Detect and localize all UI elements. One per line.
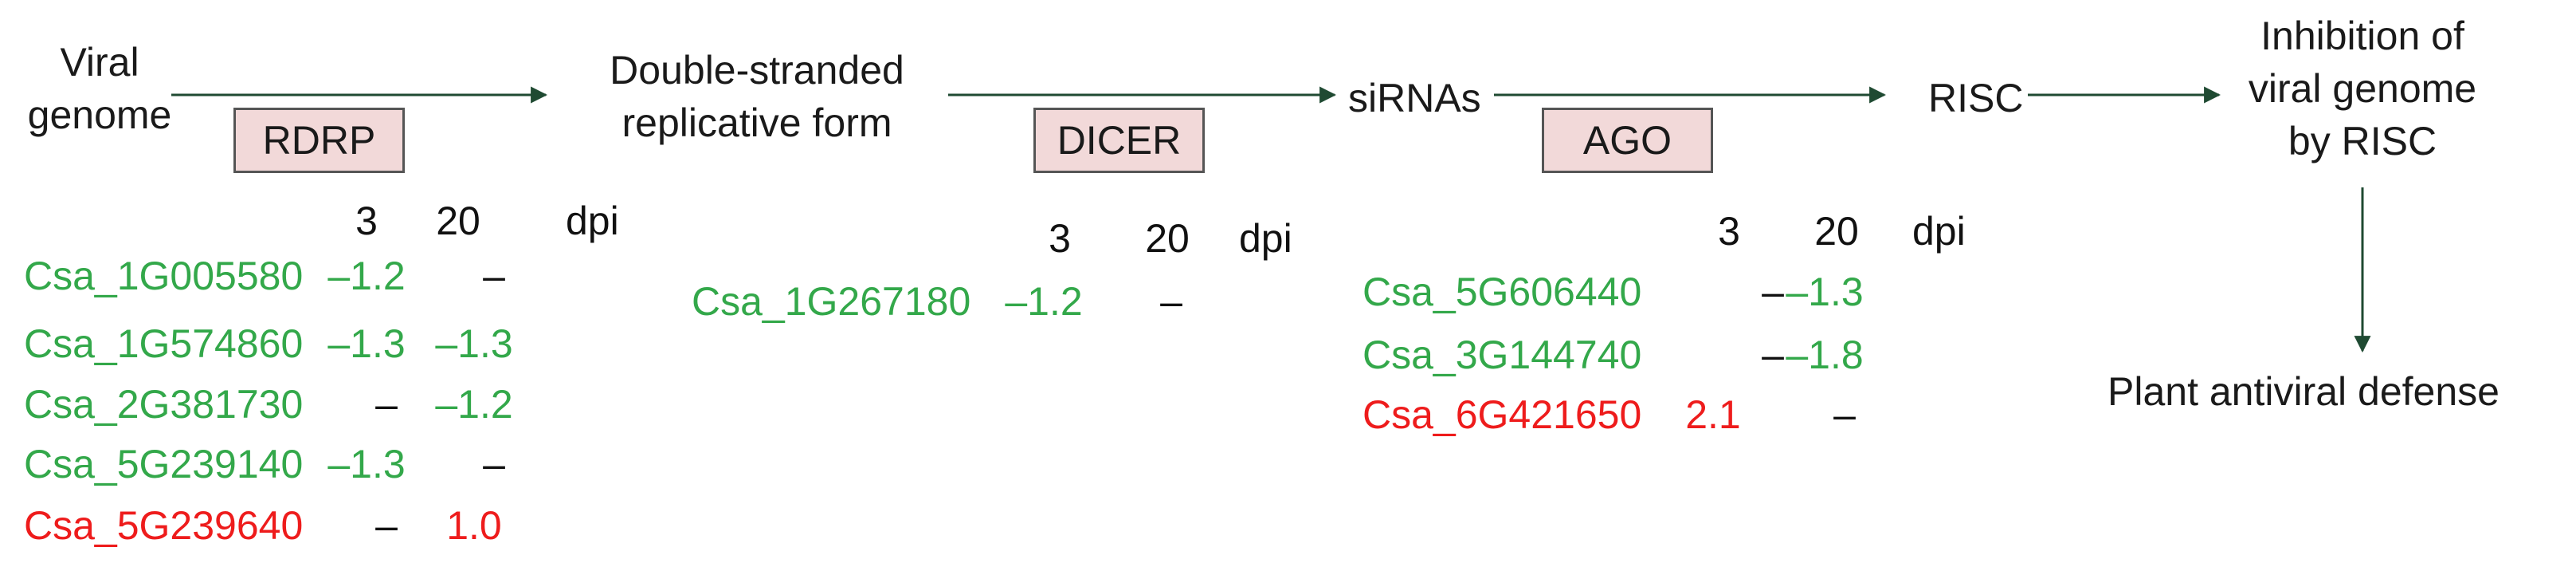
ago-d3-3: 2.1 — [1685, 392, 1741, 437]
dicer-d3-1: –1.2 — [1005, 279, 1083, 324]
node-inhibition-line3: by RISC — [2288, 119, 2437, 163]
ago-gene-2: Csa_3G144740 — [1362, 333, 1642, 377]
node-viral-genome-line2: genome — [27, 93, 172, 137]
rdrp-gene-1: Csa_1G005580 — [24, 254, 304, 298]
rdrp-d3-5: – — [375, 503, 398, 548]
dicer-gene-1: Csa_1G267180 — [692, 279, 971, 324]
ago-d20-1: –1.3 — [1786, 270, 1864, 314]
node-viral-genome: Viral genome — [16, 36, 183, 141]
ago-header-20: 20 — [1814, 209, 1859, 254]
rdrp-gene-4: Csa_5G239140 — [24, 442, 304, 486]
ago-gene-1: Csa_5G606440 — [1362, 270, 1642, 314]
dicer-header-dpi: dpi — [1239, 216, 1292, 261]
dicer-header-20: 20 — [1145, 216, 1190, 261]
dicer-header-3: 3 — [1049, 216, 1071, 261]
enzyme-ago: AGO — [1542, 108, 1713, 173]
ago-d3-1: – — [1762, 270, 1784, 314]
dicer-d20-1: – — [1160, 279, 1182, 324]
rdrp-d3-1: –1.2 — [327, 254, 406, 298]
rdrp-header-20: 20 — [436, 199, 480, 243]
node-double-stranded-line1: Double-stranded — [610, 48, 904, 93]
rdrp-d20-2: –1.3 — [435, 321, 513, 366]
rdrp-d20-5: 1.0 — [446, 503, 502, 548]
node-inhibition-line2: viral genome — [2248, 66, 2477, 111]
node-viral-genome-line1: Viral — [60, 40, 139, 85]
node-plant-defense: Plant antiviral defense — [2107, 369, 2500, 414]
rdrp-d20-1: – — [483, 254, 505, 298]
rdrp-gene-3: Csa_2G381730 — [24, 382, 304, 427]
ago-header-dpi: dpi — [1912, 209, 1966, 254]
node-double-stranded: Double-stranded replicative form — [574, 44, 940, 149]
enzyme-dicer: DICER — [1033, 108, 1205, 173]
ago-header-3: 3 — [1718, 209, 1740, 254]
rdrp-d3-3: – — [375, 382, 398, 427]
rdrp-d20-3: –1.2 — [435, 382, 513, 427]
node-risc: RISC — [1928, 76, 2024, 120]
ago-d20-3: – — [1833, 392, 1856, 437]
rdrp-gene-2: Csa_1G574860 — [24, 321, 304, 366]
rdrp-d3-4: –1.3 — [327, 442, 406, 486]
rdrp-d20-4: – — [483, 442, 505, 486]
rdrp-gene-5: Csa_5G239640 — [24, 503, 304, 548]
enzyme-rdrp: RDRP — [233, 108, 405, 173]
node-double-stranded-line2: replicative form — [621, 100, 892, 145]
node-inhibition: Inhibition of viral genome by RISC — [2211, 10, 2514, 167]
rdrp-d3-2: –1.3 — [327, 321, 406, 366]
node-inhibition-line1: Inhibition of — [2260, 14, 2464, 58]
node-sirnas: siRNAs — [1348, 76, 1481, 120]
ago-gene-3: Csa_6G421650 — [1362, 392, 1642, 437]
ago-d3-2: – — [1762, 333, 1784, 377]
rdrp-header-dpi: dpi — [566, 199, 619, 243]
ago-d20-2: –1.8 — [1786, 333, 1864, 377]
rdrp-header-3: 3 — [355, 199, 378, 243]
